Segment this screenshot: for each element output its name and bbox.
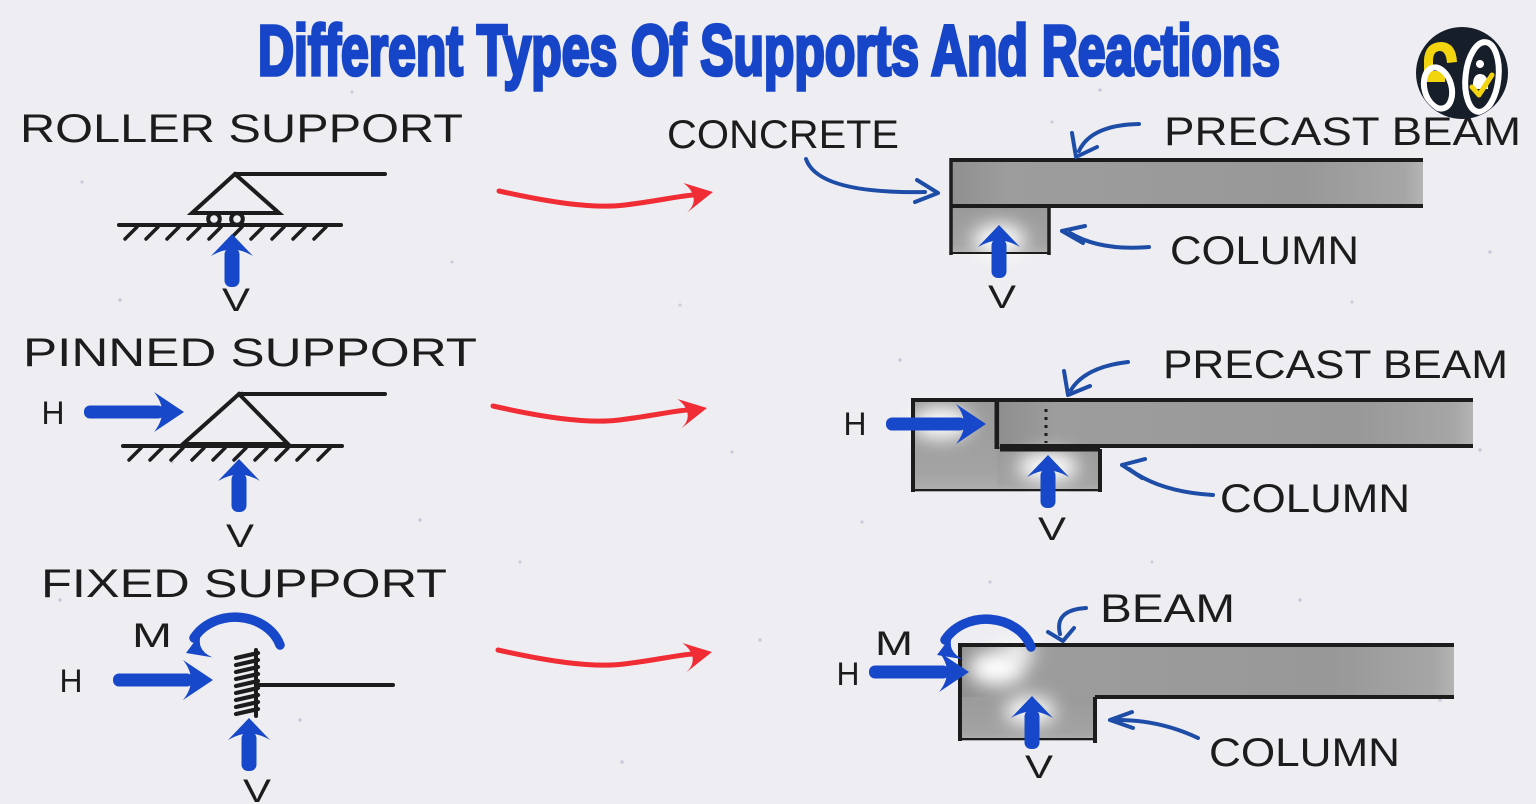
svg-text:COLUMN: COLUMN: [1220, 477, 1410, 521]
svg-text:PINNED SUPPORT: PINNED SUPPORT: [23, 331, 477, 375]
svg-text:V: V: [1025, 749, 1054, 785]
svg-text:V: V: [988, 279, 1017, 315]
svg-text:M: M: [132, 617, 172, 655]
svg-text:FIXED SUPPORT: FIXED SUPPORT: [41, 562, 447, 606]
svg-text:ROLLER SUPPORT: ROLLER SUPPORT: [20, 107, 463, 151]
svg-text:H: H: [844, 406, 867, 442]
svg-text:PRECAST BEAM: PRECAST BEAM: [1163, 343, 1508, 387]
svg-text:CONCRETE: CONCRETE: [667, 113, 899, 157]
svg-text:COLUMN: COLUMN: [1170, 229, 1359, 273]
svg-text:V: V: [1038, 511, 1067, 547]
svg-text:V: V: [226, 518, 255, 554]
svg-text:COLUMN: COLUMN: [1209, 731, 1400, 775]
svg-text:V: V: [222, 282, 251, 318]
svg-text:BEAM: BEAM: [1100, 587, 1235, 631]
svg-text:H: H: [60, 663, 83, 699]
svg-text:V: V: [243, 773, 272, 804]
svg-text:M: M: [875, 625, 913, 663]
svg-text:H: H: [42, 395, 65, 431]
svg-text:Different Types Of Supports An: Different Types Of Supports And Reaction…: [258, 12, 1280, 91]
svg-text:H: H: [837, 656, 860, 692]
